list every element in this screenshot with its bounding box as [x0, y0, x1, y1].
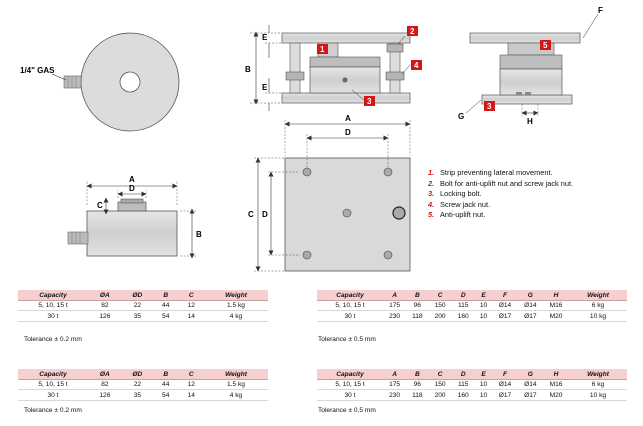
- mount-side-view: [465, 13, 599, 116]
- dim-label-a-plan: A: [345, 114, 351, 123]
- mount-spec-table: Capacity A B C D E F G H Weight 5, 10, 1…: [317, 290, 627, 322]
- mount-front-view: [250, 25, 411, 111]
- callout-4: 4: [411, 60, 422, 70]
- note-item: 1.Strip preventing lateral movement.: [428, 168, 553, 177]
- note-item: 5.Anti-uplift nut.: [428, 210, 486, 220]
- dim-label-d-cell: D: [129, 184, 135, 193]
- cell-top-view: [51, 32, 180, 132]
- dim-label-b-front: B: [245, 65, 251, 74]
- note-item: 4.Screw jack nut.: [428, 199, 491, 209]
- table-header-row: Capacity A B C D E F G H Weight: [317, 290, 627, 301]
- mount-spec-table-repeat: Capacity A B C D E F G H Weight 5, 10, 1…: [317, 369, 627, 401]
- table-header-row: Capacity ØA ØD B C Weight: [18, 369, 268, 380]
- dim-label-d-plan-vertical: D: [262, 210, 268, 219]
- dim-label-e-front-top: E: [262, 33, 268, 42]
- svg-text:3: 3: [367, 97, 372, 106]
- svg-text:4: 4: [414, 61, 419, 70]
- tolerance-note: Tolerance ± 0.5 mm: [318, 407, 376, 414]
- dim-label-c-cell: C: [97, 201, 103, 210]
- callout-5: 5: [540, 40, 551, 50]
- dim-label-f: F: [598, 6, 603, 15]
- svg-text:2: 2: [410, 27, 415, 36]
- tolerance-note: Tolerance ± 0.2 mm: [24, 407, 82, 414]
- dim-label-e-front-bottom: E: [262, 83, 268, 92]
- parts-notes: 1.Strip preventing lateral movement. 2.B…: [428, 168, 573, 221]
- mount-plan-view: [254, 120, 411, 272]
- callout-3: 3: [364, 96, 375, 106]
- svg-text:1: 1: [320, 45, 325, 54]
- dim-label-c-plan: C: [248, 210, 254, 219]
- dim-label-b-cell: B: [196, 230, 202, 239]
- gas-label: 1/4" GAS: [20, 66, 55, 75]
- svg-text:5: 5: [543, 41, 548, 50]
- dim-label-a-cell: A: [129, 175, 135, 184]
- cell-side-view: [67, 180, 196, 259]
- table-header-row: Capacity ØA ØD B C Weight: [18, 290, 268, 301]
- note-item: 2.Bolt for anti-uplift nut and screw jac…: [428, 178, 574, 188]
- tolerance-note: Tolerance ± 0.5 mm: [318, 336, 376, 343]
- dim-label-h: H: [527, 117, 533, 126]
- tolerance-note: Tolerance ± 0.2 mm: [24, 336, 82, 343]
- dim-label-g: G: [458, 112, 464, 121]
- table-header-row: Capacity A B C D E F G H Weight: [317, 369, 627, 380]
- svg-text:3: 3: [487, 102, 492, 111]
- callout-2: 2: [407, 26, 418, 36]
- note-item: 3.Locking bolt.: [428, 189, 482, 199]
- callout-1: 1: [317, 44, 328, 54]
- technical-drawing: 1/4" GAS A D C B: [20, 6, 603, 272]
- dim-label-d-plan: D: [345, 128, 351, 137]
- callout-3-side: 3: [484, 101, 495, 111]
